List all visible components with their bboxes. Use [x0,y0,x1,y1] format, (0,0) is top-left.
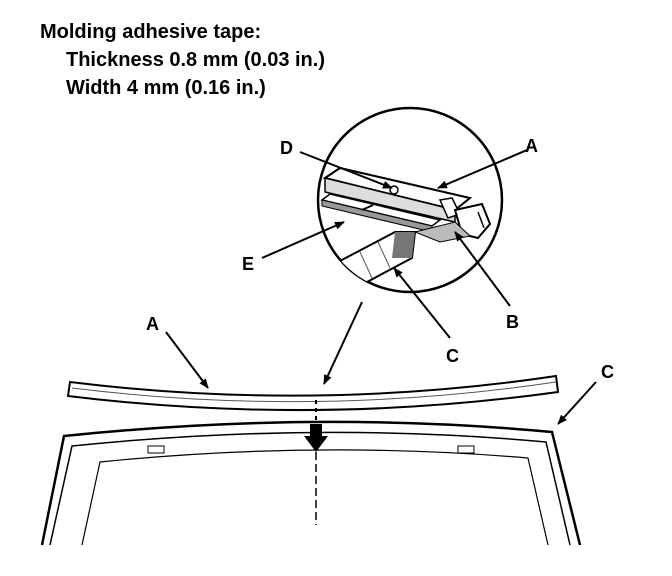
specification-text: Molding adhesive tape: Thickness 0.8 mm … [40,18,325,102]
tape-thickness: Thickness 0.8 mm (0.03 in.) [66,49,325,71]
leader-e [261,221,345,259]
clip-slot-left [147,445,165,454]
install-arrow [304,400,328,525]
windshield-glass [40,420,582,546]
leader-a-top [437,149,528,189]
leader-detail-to-molding [323,301,363,385]
leader-c-detail [393,267,451,339]
callout-e: E [242,254,254,274]
callout-b: B [506,312,519,332]
callout-c-right: C [601,362,614,382]
leader-c-right [557,381,597,425]
leader-d [299,151,393,189]
leader-b [454,231,511,307]
tape-width: Width 4 mm (0.16 in.) [66,77,266,99]
callout-c-detail: C [446,346,459,366]
tape-indicator [361,204,374,211]
leader-a-left [165,331,209,389]
roof-molding [66,374,560,412]
callout-a-top: A [525,136,538,156]
clip-slot-right [457,445,475,454]
callout-a-left: A [146,314,159,334]
callout-d: D [280,138,293,158]
tape-title: Molding adhesive tape: [40,21,262,43]
glass-edge-shade [392,232,415,258]
detail-view [316,106,504,294]
leader-lines [165,149,597,425]
